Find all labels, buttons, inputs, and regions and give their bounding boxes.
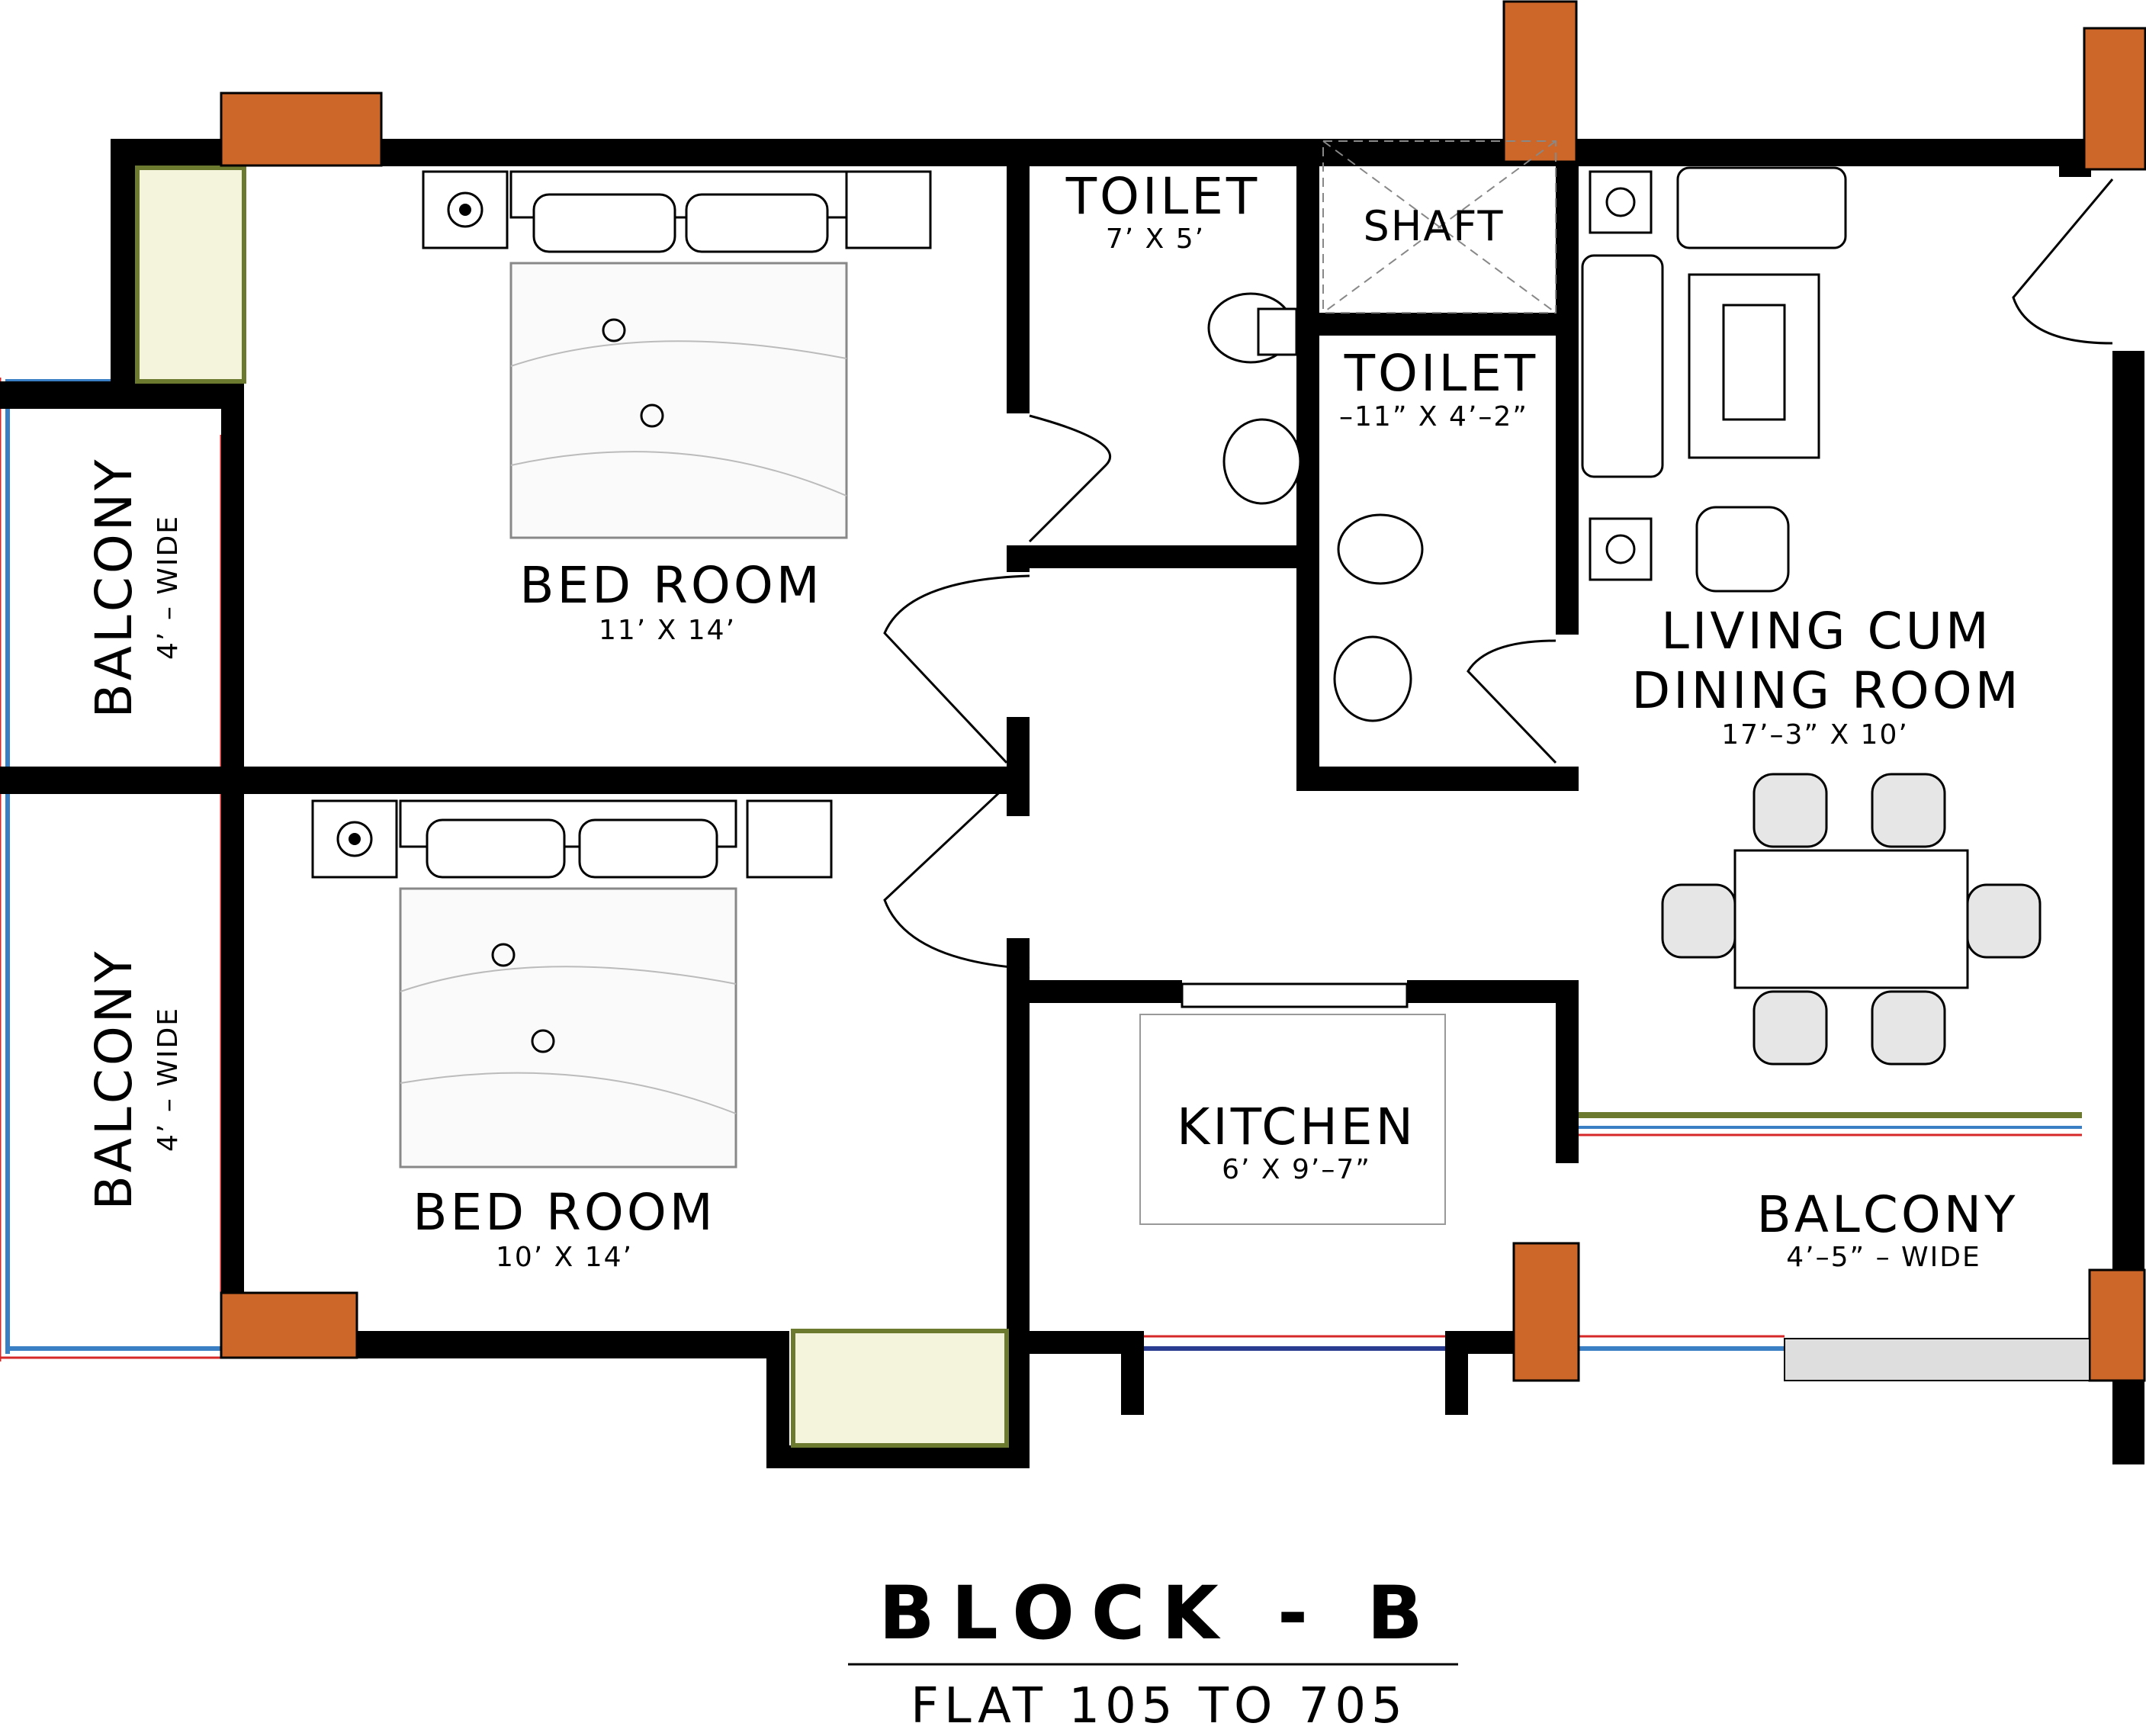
windows (135, 166, 1409, 1448)
balcony-2-size: 4’ – WIDE (153, 1007, 184, 1152)
shaft-label: SHAFT (1364, 202, 1505, 250)
bed-room-1-label: BED ROOM (519, 556, 822, 615)
plan-subtitle: FLAT 105 TO 705 (911, 1678, 1408, 1734)
living-label-2: DINING ROOM (1631, 661, 2021, 720)
living-furniture (1581, 166, 2042, 1066)
living-size: 17’–3” X 10’ (1721, 719, 1909, 751)
bed-2 (311, 799, 833, 1169)
bed-room-2-size: 10’ X 14’ (496, 1242, 633, 1273)
balcony-slab (1784, 1338, 2090, 1381)
bed-1 (422, 170, 932, 539)
toilet-1-label: TOILET (1065, 167, 1261, 226)
toilet-2-size: –11” X 4’–2” (1339, 401, 1528, 432)
balcony-3-label: BALCONY (1757, 1185, 2019, 1244)
toilet-1-size: 7’ X 5’ (1106, 223, 1205, 255)
bed-room-1-size: 11’ X 14’ (599, 615, 736, 646)
toilet-2-label: TOILET (1344, 344, 1539, 403)
columns (220, 0, 2146, 1382)
kitchen-size: 6’ X 9’–7” (1222, 1154, 1371, 1185)
balcony-1-label: BALCONY (85, 457, 143, 719)
shaft-box (1322, 140, 1556, 313)
kitchen-label: KITCHEN (1177, 1098, 1416, 1156)
doors (883, 178, 2114, 970)
toilet-fixtures (1207, 292, 1424, 722)
plan-title: BLOCK - B (879, 1570, 1439, 1656)
balcony-2-label: BALCONY (85, 949, 143, 1210)
kitchen-counter (1139, 1014, 1446, 1225)
living-label-1: LIVING CUM (1661, 602, 1992, 661)
walls (0, 139, 2144, 1468)
balcony-1-size: 4’ – WIDE (153, 515, 184, 660)
balcony-3-size: 4’–5” – WIDE (1786, 1242, 1981, 1273)
bed-room-2-label: BED ROOM (413, 1183, 715, 1242)
